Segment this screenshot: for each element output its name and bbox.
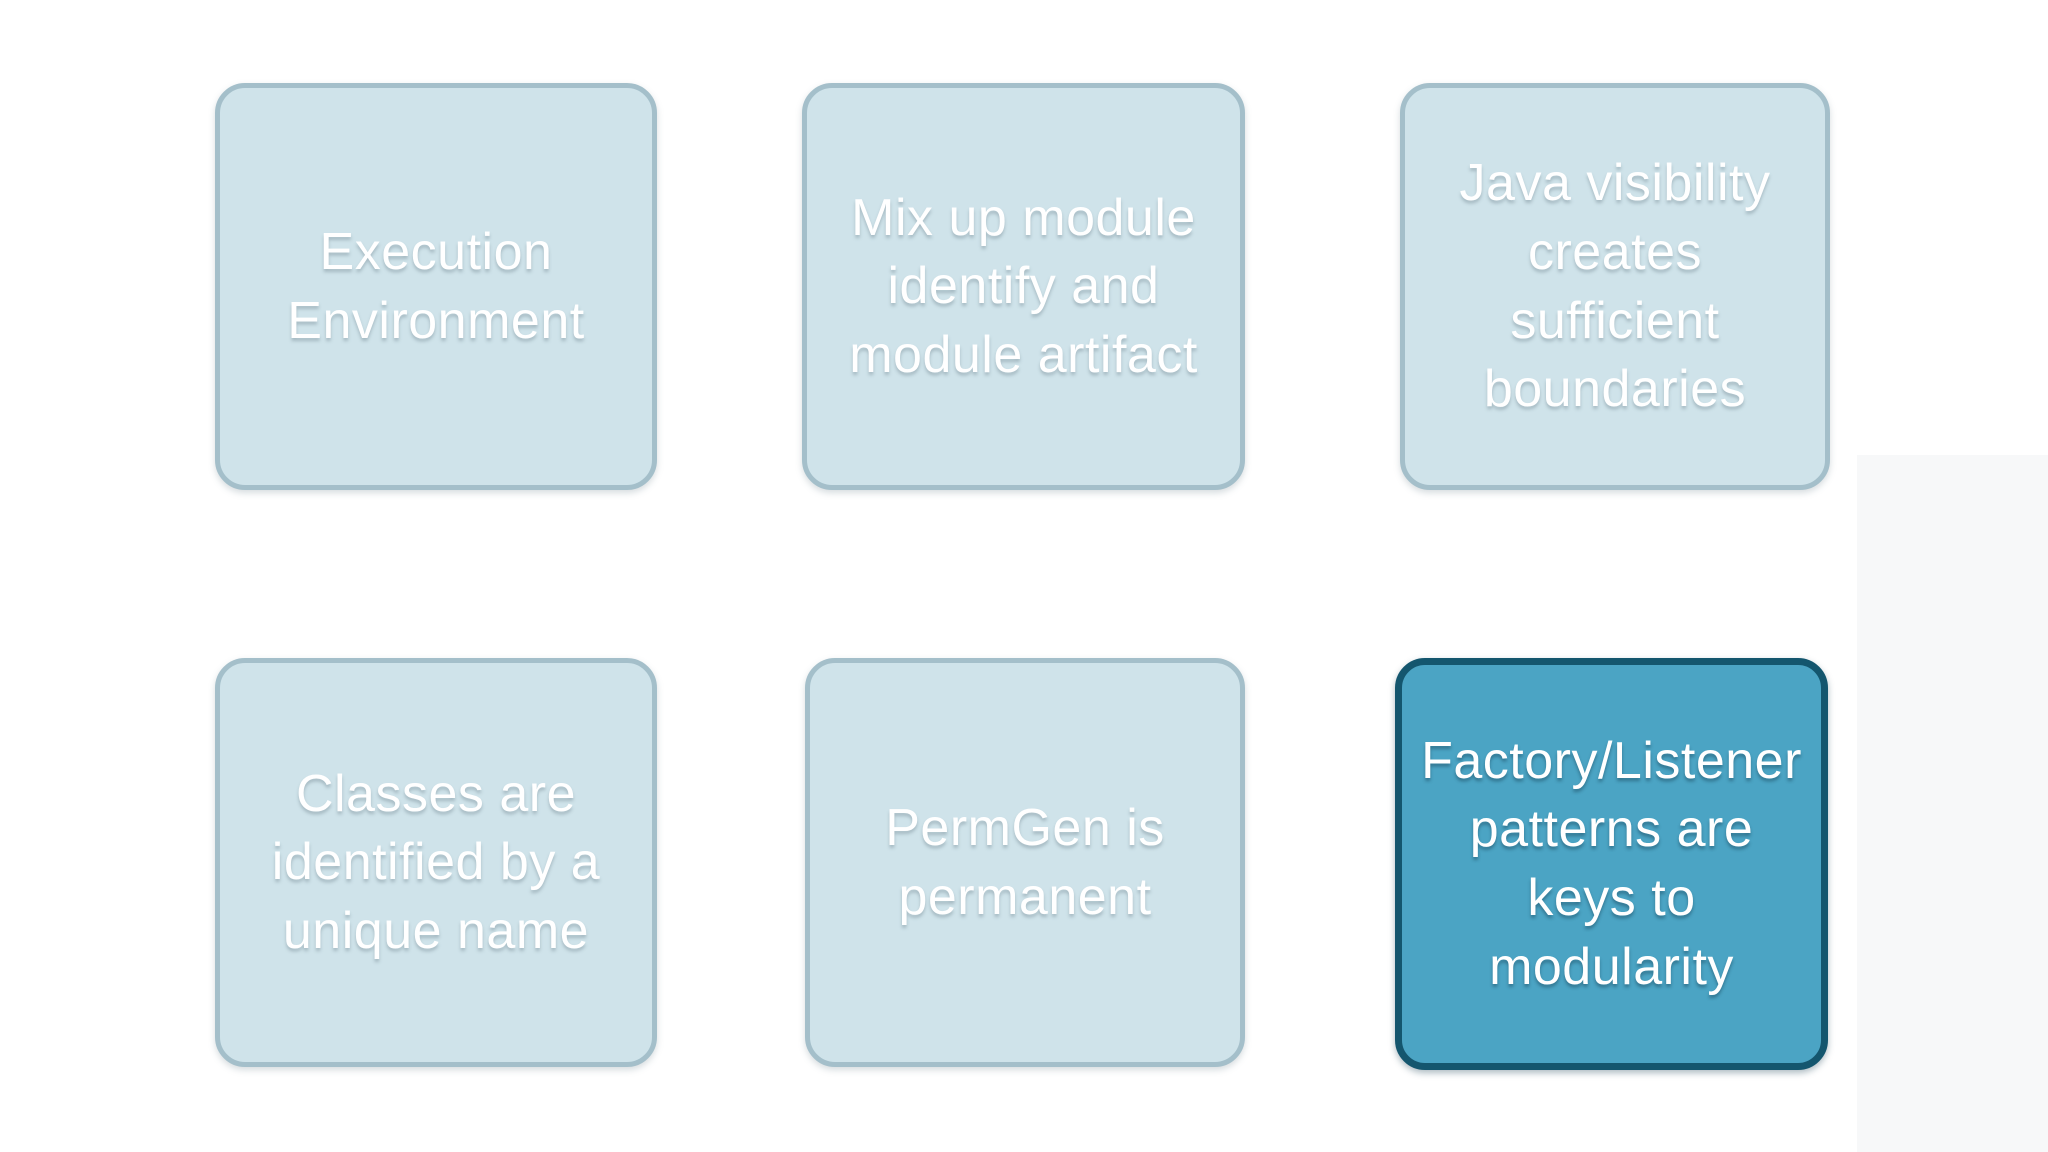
box-label: Java visibility creates sufficient bound…: [1459, 154, 1771, 419]
box-factory-listener-highlighted: Factory/Listener patterns are keys to mo…: [1395, 658, 1828, 1070]
box-label: Mix up module identify and module artifa…: [849, 188, 1198, 384]
box-permgen-permanent: PermGen is permanent: [805, 658, 1245, 1067]
box-label: Factory/Listener patterns are keys to mo…: [1421, 731, 1802, 996]
box-mix-up-module: Mix up module identify and module artifa…: [802, 83, 1245, 490]
box-classes-unique-name: Classes are identified by a unique name: [215, 658, 657, 1067]
box-label: Execution Environment: [287, 222, 585, 350]
box-java-visibility: Java visibility creates sufficient bound…: [1400, 83, 1830, 490]
box-label: PermGen is permanent: [885, 798, 1165, 926]
background-shade: [1857, 455, 2048, 1152]
box-execution-environment: Execution Environment: [215, 83, 657, 490]
box-label: Classes are identified by a unique name: [271, 764, 601, 960]
